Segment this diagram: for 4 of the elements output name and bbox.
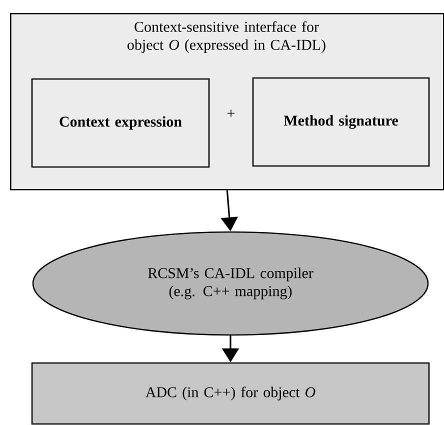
plus-sign: +	[228, 110, 234, 117]
output-box: ADC (in C++) for object O	[31, 362, 430, 425]
component-box: Context expression	[31, 78, 210, 168]
component-box: Method signature	[252, 77, 430, 167]
